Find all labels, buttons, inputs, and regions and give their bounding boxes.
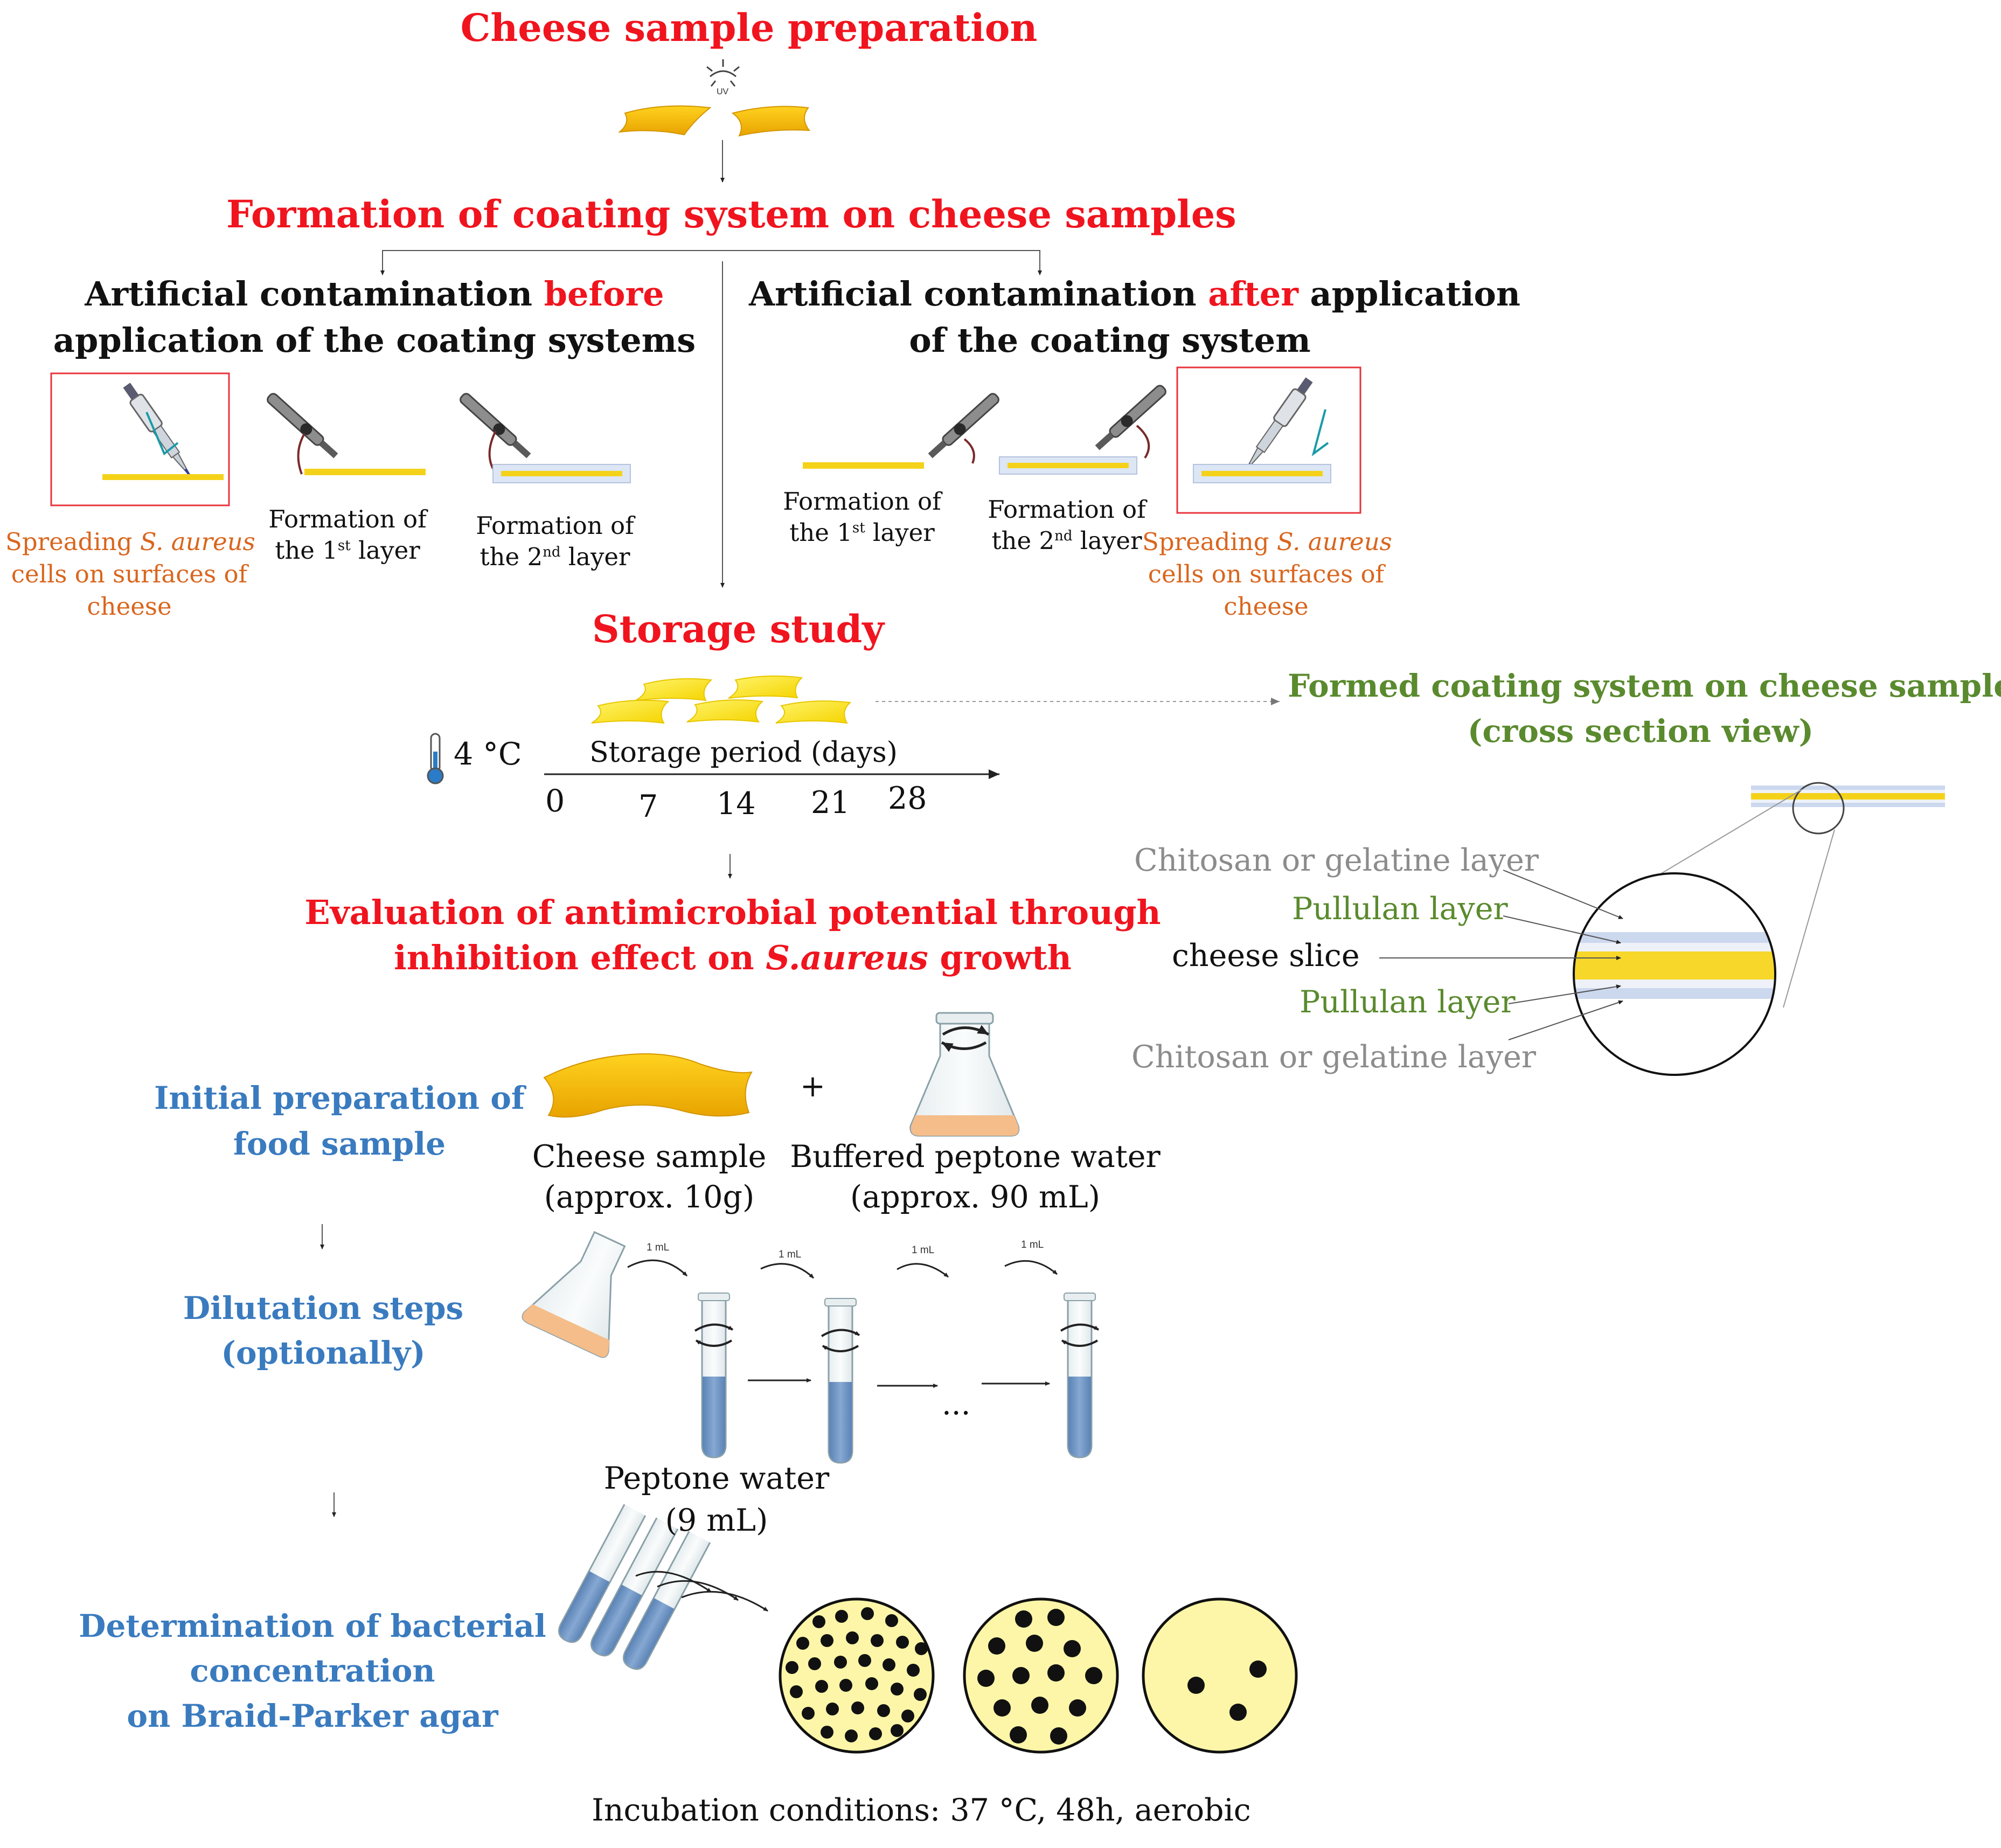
test-tubes-rack-icon bbox=[558, 1504, 711, 1670]
step-determination-line2: concentration bbox=[190, 1652, 435, 1689]
layer2-before-label: Formation of bbox=[476, 511, 634, 540]
cheese-strip bbox=[501, 471, 622, 476]
spread-before-label: Spreading S. aureus bbox=[5, 527, 255, 556]
peptone-water-label: Peptone water bbox=[603, 1461, 830, 1496]
storage-axis-label: Storage period (days) bbox=[589, 737, 898, 769]
transfer-volume-1: 1 mL bbox=[647, 1242, 670, 1253]
cheese-strip bbox=[1201, 471, 1323, 476]
dilution-arrows bbox=[748, 1378, 1050, 1388]
peptone-water-amount: (9 mL) bbox=[665, 1503, 768, 1538]
step-initial-preparation: Initial preparation of bbox=[154, 1080, 525, 1116]
spray-gun-icon bbox=[460, 393, 531, 469]
pipette-icon bbox=[1244, 377, 1329, 473]
title-formation: Formation of coating system on cheese sa… bbox=[226, 192, 1236, 237]
spread-before-label-line3: cheese bbox=[87, 592, 172, 621]
cheese-slice-icon bbox=[617, 105, 712, 136]
cheese-strip bbox=[803, 462, 924, 469]
title-evaluation: Evaluation of antimicrobial potential th… bbox=[304, 893, 1161, 932]
dilution-ellipsis: ... bbox=[942, 1387, 971, 1422]
day-28: 28 bbox=[888, 781, 927, 816]
spray-gun-icon bbox=[267, 393, 338, 475]
cheese-slice-icon bbox=[731, 106, 811, 137]
title-storage-study: Storage study bbox=[592, 607, 884, 651]
layer-label-chitosan-top: Chitosan or gelatine layer bbox=[1134, 843, 1539, 878]
spray-gun-icon bbox=[928, 393, 999, 464]
layer-label-cheese: cheese slice bbox=[1172, 938, 1360, 974]
bpw-label: Buffered peptone water bbox=[790, 1139, 1161, 1175]
plus-sign: + bbox=[800, 1069, 825, 1104]
step-dilution: Dilutation steps bbox=[183, 1290, 464, 1326]
step-determination-line3: on Braid-Parker agar bbox=[127, 1698, 498, 1734]
layer1-after-label: Formation of bbox=[783, 487, 941, 516]
cheese-strip bbox=[1008, 463, 1129, 468]
petri-dish-icon bbox=[1142, 1597, 1298, 1754]
pipette-icon bbox=[123, 383, 192, 478]
layer-pointers bbox=[1379, 870, 1623, 1040]
thermometer-icon bbox=[427, 733, 444, 784]
cross-section-thumbnail bbox=[1751, 782, 1945, 835]
day-7: 7 bbox=[638, 789, 658, 824]
spread-after-box bbox=[1176, 366, 1361, 514]
layer2-before-label-line2: the 2nd layer bbox=[480, 543, 630, 571]
flask-icon bbox=[522, 1231, 626, 1358]
test-tube-icon bbox=[1060, 1293, 1099, 1458]
step-determination: Determination of bacterial bbox=[79, 1608, 546, 1644]
cheese-strip bbox=[304, 469, 426, 475]
bpw-amount: (approx. 90 mL) bbox=[850, 1179, 1100, 1215]
flask-icon bbox=[909, 1012, 1020, 1137]
spread-after-label: Spreading S. aureus bbox=[1142, 527, 1392, 556]
spread-before-label-line2: cells on surfaces of bbox=[11, 560, 248, 588]
flow-connectors bbox=[320, 140, 1042, 1517]
test-tube-icon bbox=[821, 1298, 860, 1464]
zoom-line bbox=[1783, 829, 1835, 1008]
branch-before-heading-line2: application of the coating systems bbox=[53, 321, 696, 360]
plating-arrows bbox=[635, 1571, 768, 1612]
petri-dish-icon bbox=[779, 1597, 935, 1754]
layer-label-pullulan-top: Pullulan layer bbox=[1292, 891, 1508, 927]
transfer-volume-4: 1 mL bbox=[1021, 1239, 1044, 1250]
spread-before-box bbox=[50, 372, 230, 506]
incubation-conditions: Incubation conditions: 37 °C, 48h, aerob… bbox=[592, 1793, 1251, 1828]
cross-section-subtitle: (cross section view) bbox=[1467, 713, 1814, 749]
title-evaluation-line2: inhibition effect on S.aureus growth bbox=[394, 938, 1072, 977]
test-tube-icon bbox=[694, 1293, 733, 1458]
layer2-after-label: Formation of bbox=[988, 495, 1146, 524]
day-0: 0 bbox=[545, 783, 565, 819]
spray-gun-icon bbox=[1095, 385, 1166, 459]
petri-dish-icon bbox=[963, 1597, 1119, 1754]
step-dilution-line2: (optionally) bbox=[221, 1335, 426, 1371]
cross-section-magnified bbox=[1573, 872, 1776, 1076]
storage-temperature: 4 °C bbox=[454, 737, 522, 772]
cheese-sample-icon bbox=[543, 1053, 753, 1118]
storage-cheese-stack bbox=[591, 675, 852, 724]
step-initial-preparation-line2: food sample bbox=[233, 1126, 446, 1162]
layer1-after-label-line2: the 1st layer bbox=[789, 518, 935, 547]
cheese-sample-label: Cheese sample bbox=[532, 1139, 767, 1175]
layer-label-chitosan-bottom: Chitosan or gelatine layer bbox=[1131, 1039, 1537, 1075]
day-21: 21 bbox=[811, 785, 850, 821]
transfer-volume-2: 1 mL bbox=[779, 1249, 802, 1260]
title-cheese-sample-preparation: Cheese sample preparation bbox=[460, 5, 1038, 50]
uv-lamp-icon bbox=[706, 59, 740, 87]
cheese-strip bbox=[102, 474, 224, 480]
spread-after-label-line2: cells on surfaces of bbox=[1148, 560, 1385, 588]
day-14: 14 bbox=[717, 786, 756, 822]
layer2-after-label-line2: the 2nd layer bbox=[991, 526, 1142, 555]
branch-after-heading-line2: of the coating system bbox=[909, 321, 1311, 360]
branch-after-heading: Artificial contamination after applicati… bbox=[749, 274, 1520, 314]
branch-before-heading: Artificial contamination before bbox=[85, 274, 664, 314]
cross-section-title: Formed coating system on cheese sample bbox=[1288, 668, 2001, 704]
cheese-sample-amount: (approx. 10g) bbox=[544, 1179, 755, 1215]
layer-label-pullulan-bottom: Pullulan layer bbox=[1300, 984, 1516, 1020]
spread-after-label-line3: cheese bbox=[1224, 592, 1309, 621]
uv-label: UV bbox=[717, 87, 729, 96]
layer1-before-label-line2: the 1st layer bbox=[275, 536, 420, 565]
layer1-before-label: Formation of bbox=[268, 505, 427, 533]
transfer-arrows bbox=[627, 1259, 1058, 1279]
transfer-volume-3: 1 mL bbox=[912, 1245, 935, 1256]
